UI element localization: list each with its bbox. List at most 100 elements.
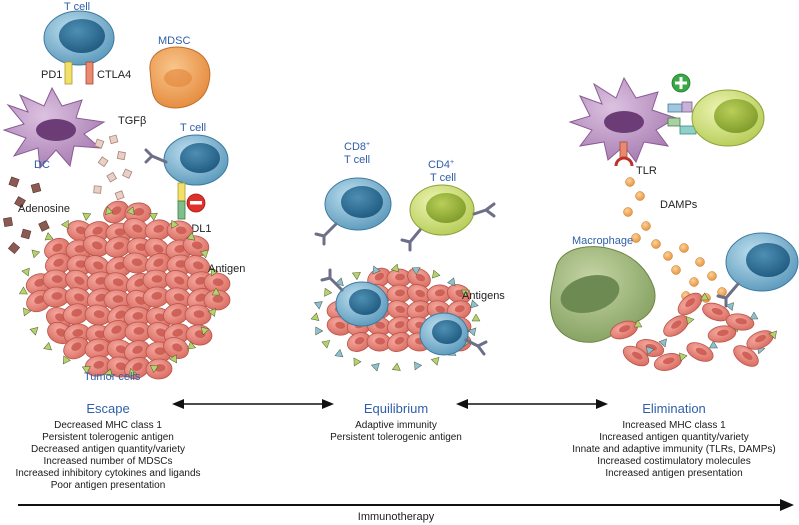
immunotherapy-arrow	[18, 499, 794, 511]
tumor-cell	[63, 336, 89, 360]
antigen-icon	[148, 212, 158, 221]
tumor-cell	[42, 286, 70, 308]
escape-line: Decreased antigen quantity/variety	[31, 444, 185, 455]
label-tgfb: TGFβ	[118, 115, 146, 127]
ctla4-receptor	[85, 61, 94, 85]
dying-tumor-cell	[707, 325, 737, 343]
antigen-icon	[370, 363, 380, 372]
damp-particle	[651, 239, 661, 249]
antigen-icon	[128, 368, 138, 377]
antigen-icon	[414, 361, 423, 371]
equilibrium-t-cells-in-mass	[320, 268, 488, 356]
antigen-icon	[170, 219, 180, 229]
antigen-icon	[149, 365, 159, 374]
phase-elimination-title: Elimination	[642, 401, 706, 416]
dying-tumor-cell	[686, 342, 714, 362]
dying-tumor-cell	[725, 313, 755, 331]
antigen-icon	[470, 299, 479, 309]
equilibrium-line: Adaptive immunity	[355, 420, 437, 431]
dying-tumor-cells	[610, 292, 777, 371]
elimination-line: Increased MHC class 1	[622, 420, 726, 431]
antigen-icon	[60, 220, 69, 229]
tumor-cell	[122, 252, 150, 274]
damp-particle	[631, 233, 641, 243]
pdl1-ligand	[177, 200, 186, 220]
antigen-icon	[207, 308, 216, 317]
phase-escape-title: Escape	[86, 401, 129, 416]
tumor-cell	[124, 321, 152, 343]
tumor-cell	[145, 358, 173, 380]
label-cd8-t-cell: T cell	[344, 154, 370, 166]
antigen-icon	[310, 312, 320, 322]
antigen-icon	[31, 249, 41, 259]
antigen-icon	[18, 286, 28, 295]
tumor-cell	[104, 236, 132, 258]
label-damps: DAMPs	[660, 199, 698, 211]
antigen-icon	[126, 206, 135, 216]
escape-line: Decreased MHC class 1	[54, 420, 162, 431]
dendritic-cell	[2, 86, 106, 170]
phase-escape-lines: Decreased MHC class 1 Persistent tolerog…	[15, 420, 200, 491]
escape-line: Increased inhibitory cytokines and ligan…	[15, 468, 200, 479]
damp-particle	[623, 207, 633, 217]
label-immunotherapy: Immunotherapy	[358, 511, 435, 523]
elimination-line: Increased antigen presentation	[605, 468, 742, 479]
antigen-icon	[390, 263, 400, 273]
antigen-icon	[199, 249, 209, 259]
antigen-icon	[43, 341, 52, 351]
t-cell-top	[43, 10, 115, 85]
antigen-icon	[21, 267, 30, 277]
tgfb-molecules	[93, 134, 133, 201]
tumor-cell	[103, 200, 129, 224]
antigen-icon	[351, 272, 361, 281]
antigen-icon	[105, 206, 114, 216]
tlr-receptor	[619, 141, 628, 159]
damp-particle	[707, 271, 717, 281]
t-cell-mid	[144, 134, 229, 220]
antigen-icon	[432, 269, 441, 279]
damp-particle	[641, 221, 651, 231]
adenosine-molecules	[3, 176, 50, 255]
elimination-line: Increased antigen quantity/variety	[599, 432, 749, 443]
antigen-icon	[447, 277, 456, 287]
antigen-icon	[460, 289, 470, 298]
macrophage-cell	[549, 246, 656, 343]
antigen-icon	[81, 366, 91, 375]
antigen-icon	[324, 287, 333, 297]
damp-particle	[663, 251, 673, 261]
phase-equilibrium-lines: Adaptive immunity Persistent tolerogenic…	[330, 420, 462, 443]
label-antigens: Antigens	[462, 290, 505, 302]
damp-particle	[695, 257, 705, 267]
antigen-icon	[62, 355, 71, 365]
elimination-dendritic-cell	[568, 76, 678, 167]
label-ctla4: CTLA4	[97, 69, 131, 81]
activation-plus-icon	[671, 73, 691, 93]
tumor-cell	[123, 218, 149, 240]
damp-particle	[671, 265, 681, 275]
costimulatory-molecules	[667, 101, 697, 135]
dying-tumor-cell	[622, 345, 650, 367]
tumor-cell	[184, 304, 212, 326]
damp-particle	[679, 243, 689, 253]
cd8-t-cell	[314, 177, 392, 246]
antigen-icon	[700, 292, 710, 301]
label-tlr: TLR	[636, 165, 657, 177]
tumor-cell	[203, 272, 231, 294]
antigen-icon	[82, 212, 92, 221]
antigen-icon	[372, 265, 381, 275]
antigen-icon	[391, 362, 401, 371]
label-cd8: CD8+	[344, 141, 370, 153]
antigen-icon	[29, 327, 39, 336]
antigen-icon	[749, 311, 759, 320]
antigen-icon	[200, 326, 210, 336]
label-cd4-t-cell: T cell	[430, 172, 456, 184]
dying-tumor-cell	[677, 292, 703, 316]
label-adenosine: Adenosine	[18, 203, 70, 215]
tumor-cell	[183, 255, 211, 277]
antigen-icon	[104, 368, 113, 378]
cd4-t-cell	[400, 184, 496, 252]
dying-tumor-cell	[663, 315, 689, 337]
escape-line: Increased number of MDSCs	[44, 456, 173, 467]
